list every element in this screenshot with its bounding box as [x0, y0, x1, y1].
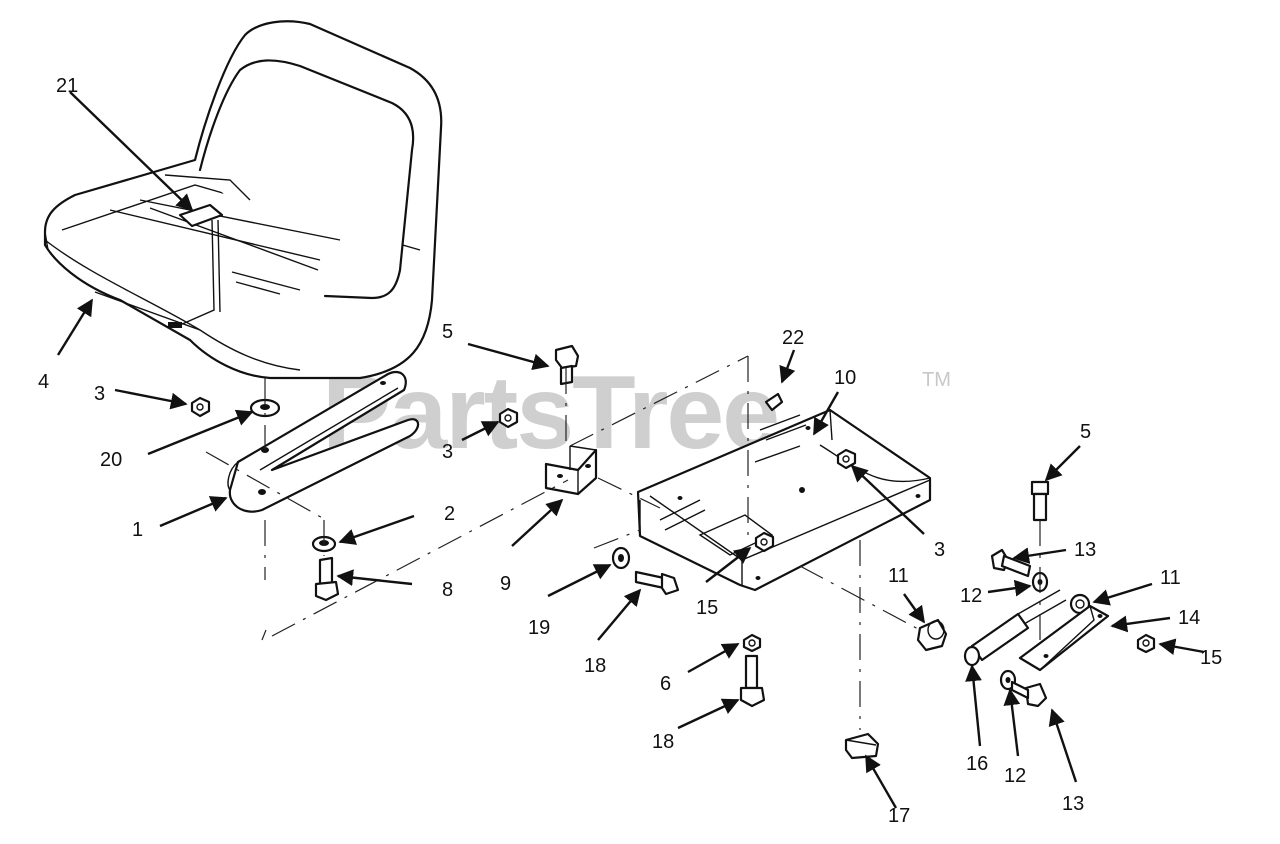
callout-4: 4	[38, 371, 49, 393]
shock-bracket-14	[1018, 604, 1110, 672]
angle-bracket-9	[544, 445, 598, 496]
callout-9: 9	[500, 573, 511, 595]
callout-22: 22	[782, 327, 804, 349]
callout-14: 14	[1178, 607, 1200, 629]
callout-12: 12	[960, 585, 982, 607]
callout-19: 19	[528, 617, 550, 639]
bolt-18-horizontal	[634, 570, 680, 596]
bolt-13-top	[990, 548, 1032, 578]
callout-18: 18	[584, 655, 606, 677]
callout-1: 1	[132, 519, 143, 541]
callout-6: 6	[660, 673, 671, 695]
callout-15: 15	[1200, 647, 1222, 669]
callout-8: 8	[442, 579, 453, 601]
callout-11: 11	[888, 565, 909, 587]
hex-nut-3-right	[836, 448, 857, 470]
callout-3: 3	[442, 441, 453, 463]
shock-absorber-16	[963, 589, 1067, 667]
hex-nut-15-plate	[754, 531, 775, 553]
bumper-17	[844, 732, 880, 760]
watermark-tm: TM	[922, 369, 951, 391]
callout-16: 16	[966, 753, 988, 775]
hex-nut-3-left	[190, 396, 211, 418]
assembly-lines	[205, 355, 1041, 730]
bolt-13-bottom	[1010, 680, 1048, 708]
callout-5: 5	[1080, 421, 1091, 443]
bolt-18-vertical	[739, 654, 766, 708]
clip-22	[764, 392, 784, 412]
callout-15: 15	[696, 597, 718, 619]
seat	[43, 20, 443, 380]
bushing-11-left	[916, 618, 948, 652]
hex-nut-15-right	[1136, 633, 1156, 654]
bolt-8	[314, 556, 340, 602]
callout-21: 21	[56, 75, 78, 97]
callout-labels: 21 4 3 20 1 2 8 5 3 9 22 10 3 15 19 18 6…	[38, 75, 1222, 827]
callout-3: 3	[934, 539, 945, 561]
callout-13: 13	[1074, 539, 1096, 561]
callout-20: 20	[100, 449, 122, 471]
callout-17: 17	[888, 805, 910, 827]
callout-12: 12	[1004, 765, 1026, 787]
hex-nut-6	[742, 633, 762, 653]
callout-3: 3	[94, 383, 105, 405]
lock-washer-19	[611, 546, 631, 570]
callout-11: 11	[1160, 567, 1181, 589]
callout-10: 10	[834, 367, 856, 389]
hex-nut-3-middle	[498, 407, 519, 429]
callout-2: 2	[444, 503, 455, 525]
leader-arrows	[56, 91, 1205, 809]
callout-13: 13	[1062, 793, 1084, 815]
callout-5: 5	[442, 321, 453, 343]
slide-bracket	[227, 370, 420, 513]
callout-18: 18	[652, 731, 674, 753]
bolt-5-right	[1030, 480, 1050, 522]
